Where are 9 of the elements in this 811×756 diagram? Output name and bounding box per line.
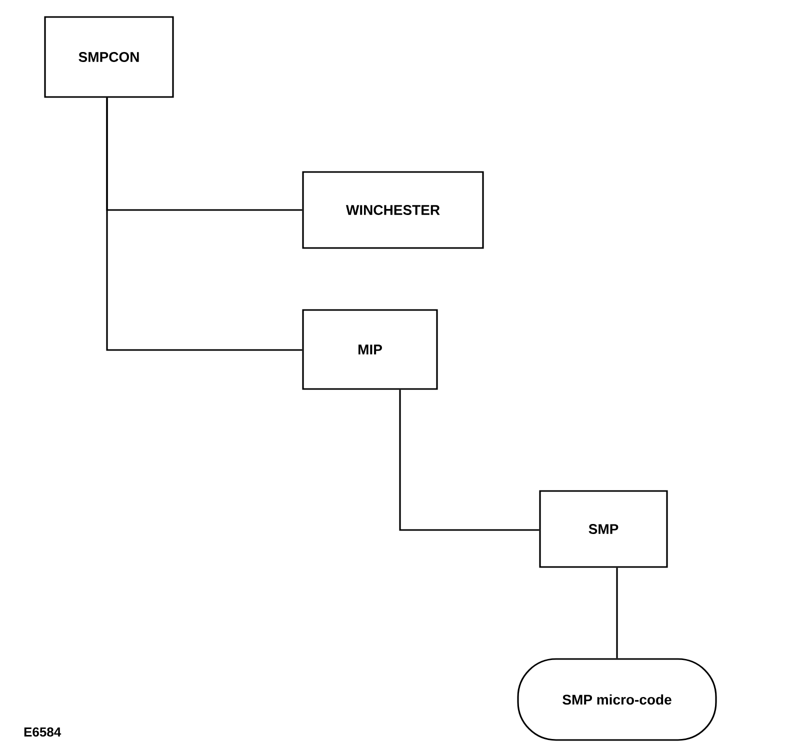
connector-line [616,568,618,658]
process-box: SMP [539,490,668,568]
connector-line [399,390,540,531]
process-box: WINCHESTER [302,171,484,249]
process-box: SMPCON [44,16,174,98]
process-box: MIP [302,309,438,390]
connector-line [106,98,302,351]
terminal-box: SMP micro-code [517,658,717,741]
figure-number: E6584 [24,727,62,737]
